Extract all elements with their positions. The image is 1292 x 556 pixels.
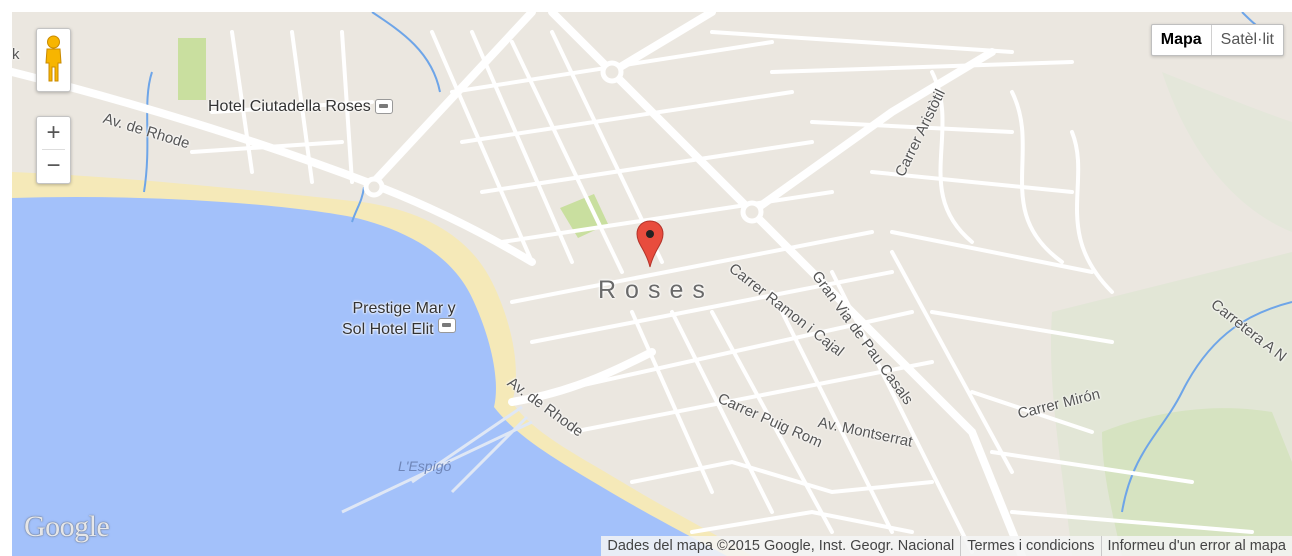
zoom-divider: [42, 149, 65, 150]
hotel-icon: [374, 99, 393, 115]
river: [351, 186, 365, 223]
partial-label: k: [12, 46, 20, 63]
map-type-control: Mapa Satèl·lit: [1150, 24, 1284, 56]
harbour-pier: [341, 405, 533, 514]
map-base: [12, 12, 1292, 556]
park-area: [1102, 408, 1292, 556]
poi-label-line2: Sol Hotel Elit: [342, 318, 456, 339]
roundabout: [363, 176, 385, 198]
park-area: [178, 38, 206, 100]
location-marker-icon[interactable]: [636, 220, 664, 282]
report-error-link[interactable]: Informeu d'un error al mapa: [1100, 536, 1292, 556]
city-label: Roses: [598, 276, 714, 304]
map-data-attribution: Dades del mapa ©2015 Google, Inst. Geogr…: [607, 538, 955, 554]
poi-prestige-mar-y-sol: Prestige Mar y Sol Hotel Elit: [342, 300, 456, 339]
map-type-satellite-button[interactable]: Satèl·lit: [1220, 31, 1274, 48]
terms-link[interactable]: Termes i condicions: [960, 536, 1100, 556]
roundabout: [600, 60, 624, 84]
roundabout: [740, 200, 764, 224]
google-logo[interactable]: Google: [24, 510, 110, 543]
poi-label: Hotel Ciutadella Roses: [208, 98, 371, 115]
zoom-in-button[interactable]: +: [46, 119, 61, 146]
map-canvas[interactable]: k Av. de Rhode Hotel Ciutadella Roses Ca…: [12, 12, 1292, 556]
attribution-bar: Dades del mapa ©2015 Google, Inst. Geogr…: [601, 536, 1292, 556]
river: [371, 12, 441, 93]
map-type-map-button[interactable]: Mapa: [1152, 25, 1212, 55]
terrain-area-2: [1162, 72, 1292, 232]
poi-hotel-ciutadella: Hotel Ciutadella Roses: [208, 98, 393, 116]
river: [1121, 301, 1292, 513]
street-view-pegman[interactable]: [36, 28, 71, 92]
poi-label-line1: Prestige Mar y: [352, 300, 456, 317]
poi-label: Sol Hotel Elit: [342, 321, 434, 338]
hotel-icon: [437, 318, 456, 333]
water-label-espigo: L'Espigó: [398, 458, 452, 474]
sea-area: [12, 196, 727, 556]
zoom-control: + −: [36, 116, 71, 184]
zoom-out-button[interactable]: −: [46, 152, 61, 179]
pegman-icon: [45, 35, 62, 82]
river: [143, 71, 153, 193]
